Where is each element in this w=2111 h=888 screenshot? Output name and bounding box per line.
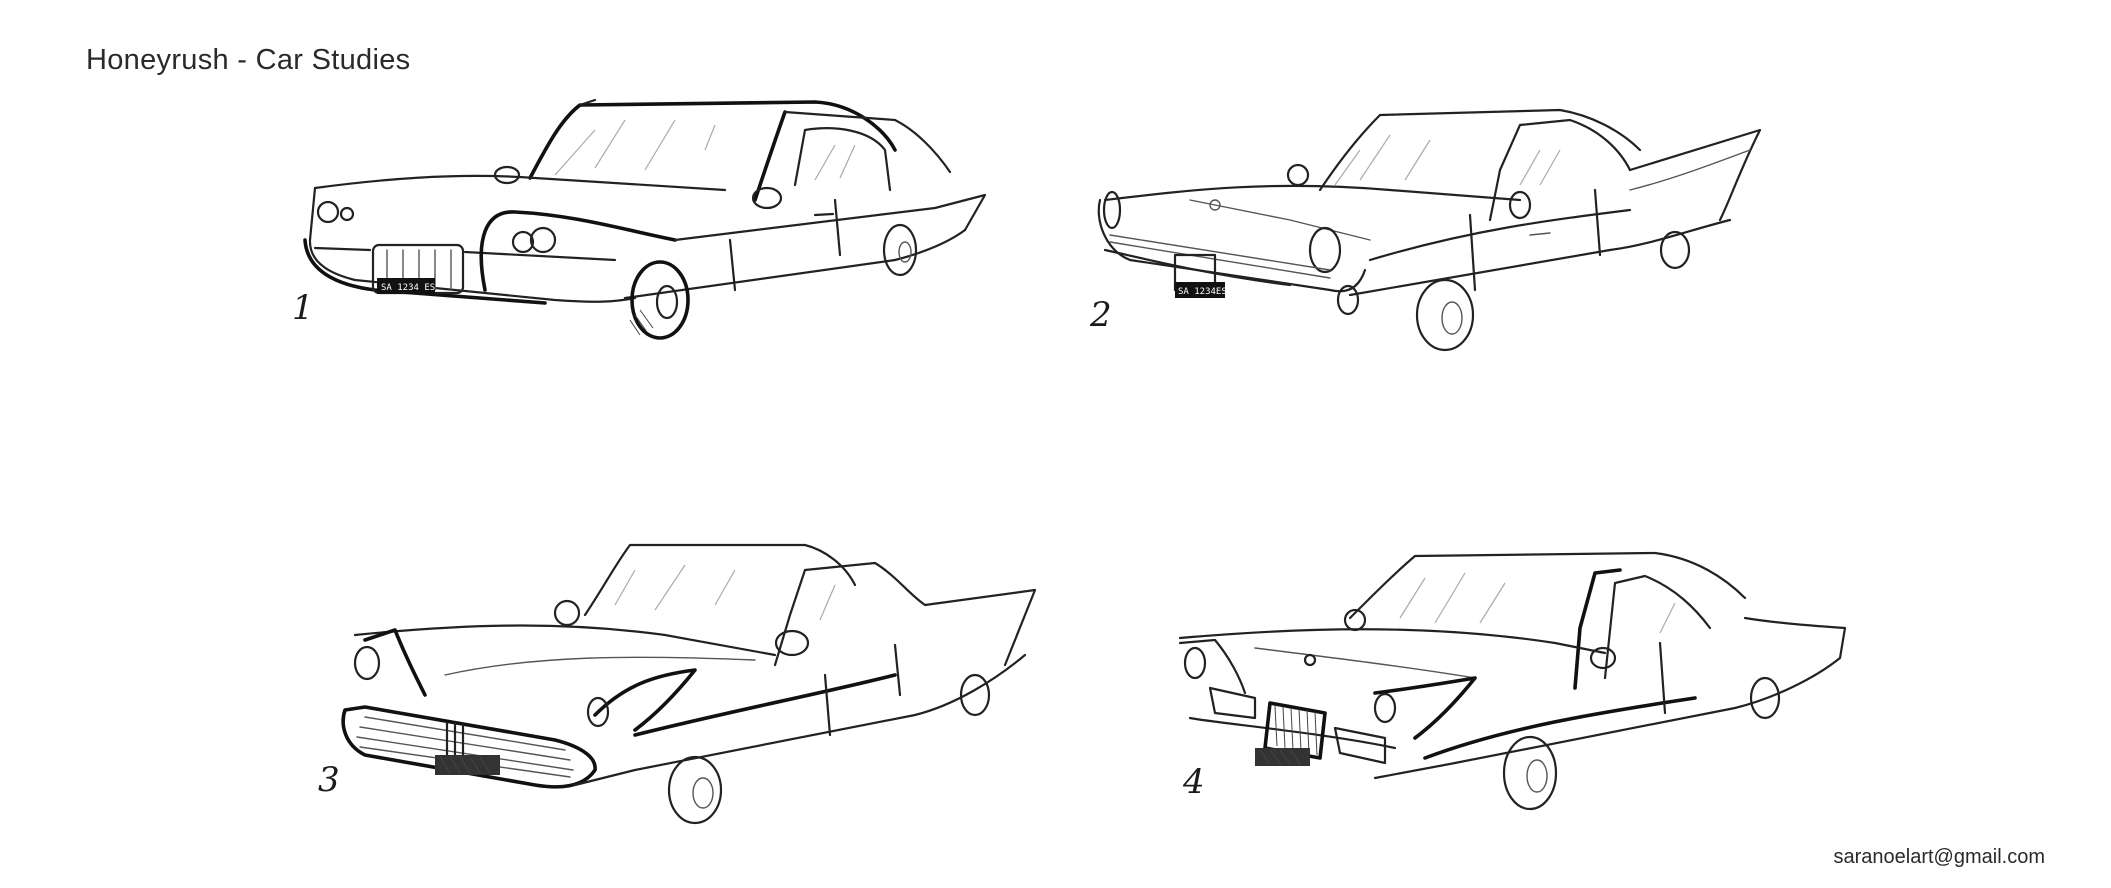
sketch-label-2: 2 <box>1090 295 1112 335</box>
sketch-label-4: 4 <box>1183 762 1205 802</box>
car-sketch-1: SA 1234 ES <box>295 90 995 350</box>
car-sketch-3 <box>335 543 1037 835</box>
license-plate-1: SA 1234 ES <box>381 283 435 293</box>
sketch-label-1: 1 <box>292 288 314 328</box>
contact-email: saranoelart@gmail.com <box>1833 846 2046 868</box>
car-sketch-4 <box>1175 548 1855 818</box>
car-sketch-1-drawing: SA 1234 ES <box>303 98 987 340</box>
sketch-label-3: 3 <box>318 760 340 800</box>
car-sketch-4-drawing <box>1178 551 1847 811</box>
car-sketch-2: SA 1234ES <box>1090 108 1780 360</box>
car-sketch-2-drawing: SA 1234ES <box>1097 108 1762 352</box>
car-sketch-3-drawing <box>341 543 1037 825</box>
license-plate-2: SA 1234ES <box>1178 287 1227 297</box>
page-title: Honeyrush - Car Studies <box>86 44 411 76</box>
